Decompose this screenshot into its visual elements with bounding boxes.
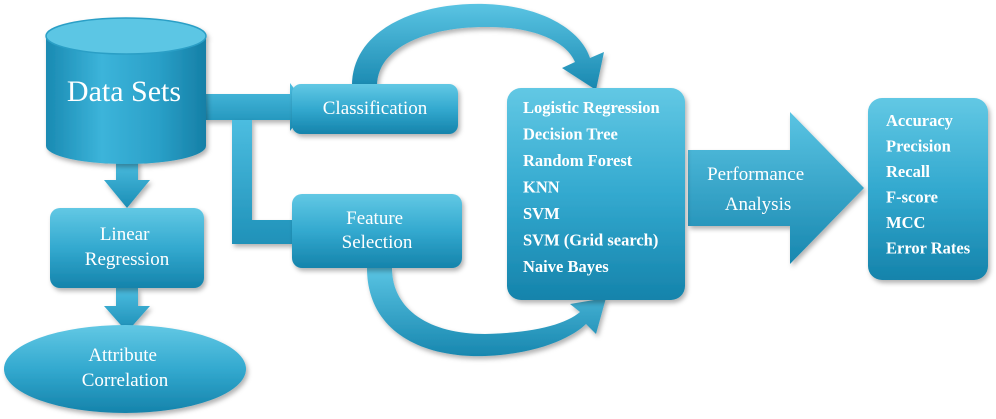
linear-regression-label: Linear Regression xyxy=(85,224,170,270)
algorithm-item: SVM (Grid search) xyxy=(523,231,658,250)
performance-analysis-label: Performance Analysis xyxy=(707,164,809,215)
metric-item: MCC xyxy=(886,213,925,232)
feature-selection-box xyxy=(292,194,462,268)
metric-item: F-score xyxy=(886,188,938,207)
data-sets-cylinder-body xyxy=(46,36,206,164)
arrow-datasets-to-linear-regression xyxy=(104,160,150,208)
algorithm-item: KNN xyxy=(523,178,560,197)
arrow-linear-regression-to-attribute-correlation xyxy=(104,288,150,332)
algorithm-item: Decision Tree xyxy=(523,125,618,144)
attribute-correlation-label: Attribute Correlation xyxy=(82,345,169,391)
data-sets-label: Data Sets xyxy=(67,75,181,108)
algorithm-item: Random Forest xyxy=(523,151,633,170)
attribute-correlation-ellipse xyxy=(4,325,246,413)
data-sets-cylinder-top xyxy=(46,18,206,54)
classification-box xyxy=(292,84,458,134)
metrics-box xyxy=(868,98,988,280)
algorithm-item: Naive Bayes xyxy=(523,257,609,276)
algorithms-box xyxy=(507,88,685,300)
curved-arrow-feature-selection-to-algorithms xyxy=(367,268,606,357)
metric-item: Precision xyxy=(886,137,951,156)
arrow-performance-analysis xyxy=(688,112,864,264)
classification-label: Classification xyxy=(323,98,428,119)
algorithm-item: Logistic Regression xyxy=(523,98,660,117)
linear-regression-box xyxy=(50,208,204,288)
feature-selection-label: Feature Selection xyxy=(342,208,413,253)
curved-arrow-classification-to-algorithms xyxy=(352,3,604,90)
metric-item: Error Rates xyxy=(886,239,971,258)
arrow-datasets-to-classification xyxy=(205,83,308,131)
metric-item: Accuracy xyxy=(886,111,954,130)
data-sets-node xyxy=(45,17,207,164)
metric-item: Recall xyxy=(886,162,930,181)
algorithm-item: SVM xyxy=(523,204,560,223)
